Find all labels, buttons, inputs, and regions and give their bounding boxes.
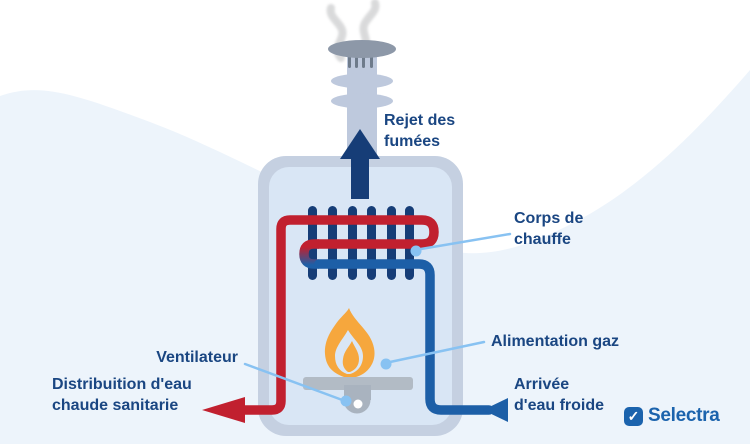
callout-dot-gas-supply <box>380 358 392 370</box>
flue-arrow-head <box>340 129 380 159</box>
selectra-check-icon: ✓ <box>624 406 643 426</box>
label-flue-gas-line1: Rejet des <box>384 112 456 129</box>
flame-inner-tongue <box>342 341 359 372</box>
chimney-ring-lower <box>331 93 393 109</box>
callout-dot-heat-exchanger <box>410 245 422 257</box>
pipe-heat-transition <box>299 239 319 269</box>
fan-hub-dot <box>353 399 363 409</box>
label-heat-exchanger: Corps de chauffe <box>514 208 583 250</box>
label-cold-water-line2: d'eau froide <box>514 397 605 414</box>
callout-line-gas-supply <box>388 340 486 364</box>
label-heat-exchanger-line2: chauffe <box>514 231 571 248</box>
chimney-cap <box>328 40 396 58</box>
callout-lines <box>243 232 512 403</box>
label-cold-water-line1: Arrivée <box>514 376 570 393</box>
label-flue-gas: Rejet des fumées <box>384 110 455 152</box>
selectra-logo-text: Selectra <box>648 405 720 426</box>
cold-water-pipe <box>314 259 494 415</box>
label-heat-exchanger-line1: Corps de <box>514 210 584 227</box>
label-fan: Ventilateur <box>156 347 238 368</box>
label-flue-gas-line2: fumées <box>384 133 441 150</box>
flue-gas-arrow <box>340 129 380 199</box>
label-cold-water-in: Arrivée d'eau froide <box>514 374 604 416</box>
label-fan-line1: Ventilateur <box>156 349 238 366</box>
hot-water-pipe <box>236 215 439 415</box>
callout-line-fan <box>243 362 347 403</box>
chimney-vent-slits <box>348 55 373 68</box>
burner-bar <box>303 377 413 390</box>
label-gas-supply-line1: Alimentation gaz <box>491 333 620 350</box>
label-hot-water-line2: chaude sanitarie <box>52 397 179 414</box>
label-hot-water-line1: Distribuition d'eau <box>52 376 192 393</box>
flue-arrow-shaft <box>351 157 369 199</box>
label-hot-water-out: Distribuition d'eau chaude sanitarie <box>52 374 192 416</box>
callout-line-heat-exchanger <box>419 232 512 251</box>
hot-water-arrowhead <box>202 397 245 423</box>
burner-flame <box>324 308 375 377</box>
chimney-ring-upper <box>331 73 393 89</box>
callout-dots <box>340 245 422 407</box>
callout-dot-fan <box>340 395 352 407</box>
cold-water-arrowhead <box>483 398 508 422</box>
selectra-logo: ✓ Selectra <box>624 405 720 427</box>
label-gas-supply: Alimentation gaz <box>491 331 619 352</box>
